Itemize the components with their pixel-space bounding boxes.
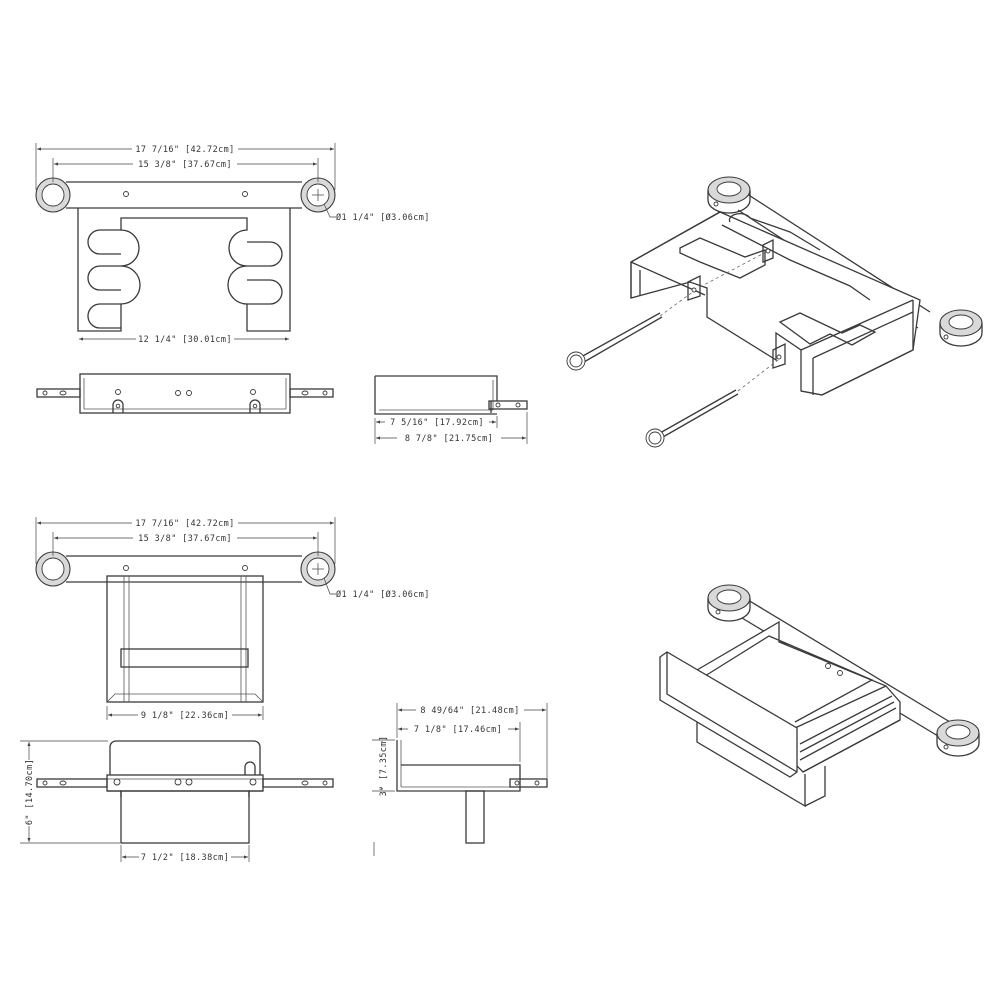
top-isometric-view [566, 176, 983, 448]
top-plan-view [35, 177, 336, 332]
top-side-inner-depth-dimension: 7 5/16" [17.92cm] [374, 416, 498, 444]
svg-text:15 3/8" [37.67cm]: 15 3/8" [37.67cm] [138, 534, 232, 544]
svg-text:3" [7.35cm]: 3" [7.35cm] [379, 736, 389, 797]
bottom-plan-view [35, 551, 336, 703]
bottom-side-inner-depth-dimension: 7 1/8" [17.46cm] [398, 722, 521, 762]
top-side-view [374, 375, 528, 415]
bottom-clamp-diameter-callout: Ø1 1/4" [Ø3.06cm] [323, 577, 430, 600]
svg-text:8 49/64" [21.48cm]: 8 49/64" [21.48cm] [420, 706, 519, 716]
svg-text:Ø1 1/4" [Ø3.06cm]: Ø1 1/4" [Ø3.06cm] [336, 589, 430, 600]
bottom-side-view [396, 740, 548, 844]
top-front-view [36, 373, 334, 414]
bottom-isometric-view [659, 584, 980, 808]
bottom-front-height-dimension: 6" [14.70cm] [20, 740, 120, 844]
top-clamp-diameter-callout: Ø1 1/4" [Ø3.06cm] [323, 203, 430, 223]
bottom-front-width-dimension: 7 1/2" [18.38cm] [120, 845, 250, 863]
top-tray-width-dimension: 12 1/4" [30.01cm] [79, 333, 289, 345]
top-center-spacing-dimension: 15 3/8" [37.67cm] [52, 158, 319, 182]
bottom-side-height-dimension: 3" [7.35cm] [372, 736, 395, 856]
svg-text:12 1/4" [30.01cm]: 12 1/4" [30.01cm] [138, 335, 232, 345]
svg-text:7 1/8" [17.46cm]: 7 1/8" [17.46cm] [414, 725, 502, 735]
bottom-tray-width-dimension: 9 1/8" [22.36cm] [106, 706, 264, 721]
svg-text:17 7/16" [42.72cm]: 17 7/16" [42.72cm] [135, 519, 234, 529]
svg-text:8 7/8" [21.75cm]: 8 7/8" [21.75cm] [405, 434, 493, 444]
bottom-side-outer-depth-dimension: 8 49/64" [21.48cm] [396, 703, 548, 778]
bottom-overall-width-dimension: 17 7/16" [42.72cm] [35, 517, 336, 564]
svg-text:15 3/8" [37.67cm]: 15 3/8" [37.67cm] [138, 160, 232, 170]
top-side-outer-depth-dimension: 8 7/8" [21.75cm] [376, 412, 528, 444]
svg-text:7 1/2" [18.38cm]: 7 1/2" [18.38cm] [141, 853, 229, 863]
svg-text:17 7/16" [42.72cm]: 17 7/16" [42.72cm] [135, 145, 234, 155]
bottom-center-spacing-dimension: 15 3/8" [37.67cm] [52, 532, 319, 556]
svg-text:6" [14.70cm]: 6" [14.70cm] [25, 759, 35, 825]
svg-text:Ø1 1/4" [Ø3.06cm]: Ø1 1/4" [Ø3.06cm] [336, 212, 430, 223]
top-overall-width-dimension: 17 7/16" [42.72cm] [35, 143, 336, 190]
svg-text:7 5/16" [17.92cm]: 7 5/16" [17.92cm] [390, 418, 484, 428]
bottom-front-view [36, 740, 334, 844]
svg-text:9 1/8" [22.36cm]: 9 1/8" [22.36cm] [141, 711, 229, 721]
